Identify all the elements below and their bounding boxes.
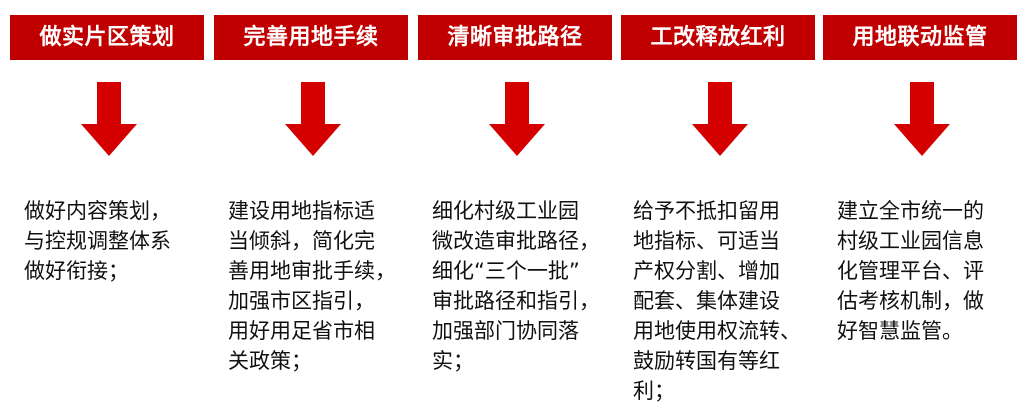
step-column-3: 清晰审批路径 细化村级工业园 微改造审批路径， 细化“三个一批” 审批路径和指引… bbox=[418, 0, 612, 403]
step-2-description: 建设用地指标适 当倾斜，简化完 善用地审批手续， 加强市区指引， 用好用足省市相… bbox=[228, 196, 396, 376]
step-1-line-2: 与控规调整体系 bbox=[24, 229, 171, 253]
step-column-4: 工改释放红利 给予不抵扣留用 地指标、可适当 产权分割、增加 配套、集体建设 用… bbox=[621, 0, 815, 403]
step-3-line-3: 细化“三个一批” bbox=[432, 259, 580, 283]
step-2-line-5: 用好用足省市相 bbox=[228, 319, 375, 343]
step-1-line-1: 做好内容策划， bbox=[24, 199, 171, 223]
step-3-description: 细化村级工业园 微改造审批路径， 细化“三个一批” 审批路径和指引， 加强部门协… bbox=[432, 196, 600, 376]
step-column-1: 做实片区策划 做好内容策划， 与控规调整体系 做好衔接； bbox=[10, 0, 204, 403]
step-3-line-4: 审批路径和指引， bbox=[432, 289, 600, 313]
step-1-description: 做好内容策划， 与控规调整体系 做好衔接； bbox=[24, 196, 171, 286]
step-3-line-2: 微改造审批路径， bbox=[432, 229, 600, 253]
step-5-line-2: 村级工业园信息 bbox=[837, 229, 984, 253]
step-column-2: 完善用地手续 建设用地指标适 当倾斜，简化完 善用地审批手续， 加强市区指引， … bbox=[214, 0, 408, 403]
step-1-line-3: 做好衔接； bbox=[24, 259, 129, 283]
step-3-title: 清晰审批路径 bbox=[418, 15, 612, 60]
step-5-line-1: 建立全市统一的 bbox=[837, 199, 984, 223]
step-4-line-2: 地指标、可适当 bbox=[633, 229, 780, 253]
step-5-description: 建立全市统一的 村级工业园信息 化管理平台、评 估考核机制，做 好智慧监管。 bbox=[837, 196, 984, 346]
step-5-line-5: 好智慧监管。 bbox=[837, 319, 963, 343]
down-arrow-icon bbox=[285, 82, 341, 156]
step-4-line-5: 用地使用权流转、 bbox=[633, 319, 801, 343]
down-arrow-icon bbox=[81, 82, 137, 156]
step-2-line-4: 加强市区指引， bbox=[228, 289, 375, 313]
step-3-line-6: 实； bbox=[432, 349, 474, 373]
step-3-line-5: 加强部门协同落 bbox=[432, 319, 579, 343]
step-4-line-4: 配套、集体建设 bbox=[633, 289, 780, 313]
step-4-line-7: 利； bbox=[633, 379, 675, 403]
step-2-title: 完善用地手续 bbox=[214, 15, 408, 60]
step-4-description: 给予不抵扣留用 地指标、可适当 产权分割、增加 配套、集体建设 用地使用权流转、… bbox=[633, 196, 801, 406]
down-arrow-icon bbox=[894, 82, 950, 156]
step-4-line-6: 鼓励转国有等红 bbox=[633, 349, 780, 373]
down-arrow-icon bbox=[692, 82, 748, 156]
step-4-line-1: 给予不抵扣留用 bbox=[633, 199, 780, 223]
step-5-line-4: 估考核机制，做 bbox=[837, 289, 984, 313]
step-4-title: 工改释放红利 bbox=[621, 15, 815, 60]
step-1-title: 做实片区策划 bbox=[10, 15, 204, 60]
step-5-line-3: 化管理平台、评 bbox=[837, 259, 984, 283]
down-arrow-icon bbox=[489, 82, 545, 156]
step-2-line-6: 关政策； bbox=[228, 349, 312, 373]
step-5-title: 用地联动监管 bbox=[823, 15, 1017, 60]
step-2-line-2: 当倾斜，简化完 bbox=[228, 229, 375, 253]
step-2-line-3: 善用地审批手续， bbox=[228, 259, 396, 283]
step-column-5: 用地联动监管 建立全市统一的 村级工业园信息 化管理平台、评 估考核机制，做 好… bbox=[823, 0, 1017, 403]
step-3-line-1: 细化村级工业园 bbox=[432, 199, 579, 223]
step-2-line-1: 建设用地指标适 bbox=[228, 199, 375, 223]
step-4-line-3: 产权分割、增加 bbox=[633, 259, 780, 283]
